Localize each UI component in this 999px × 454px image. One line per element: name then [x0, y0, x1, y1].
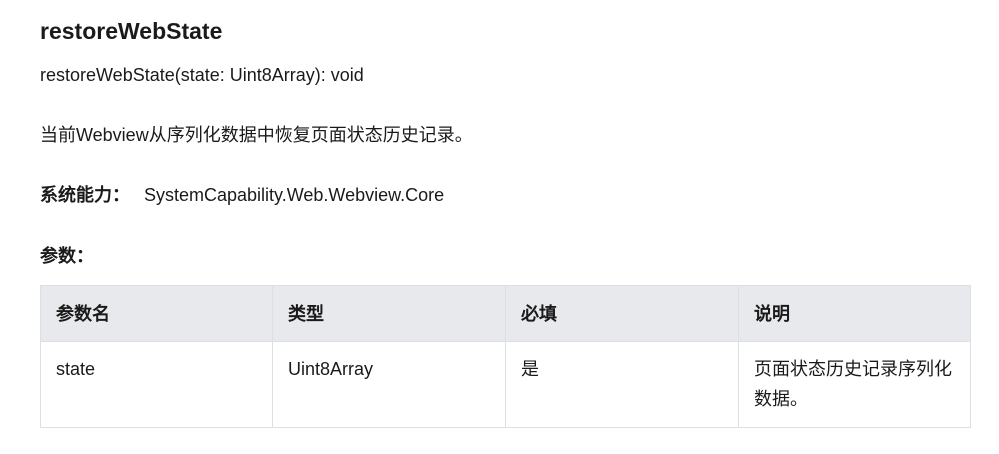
table-row: state Uint8Array 是 页面状态历史记录序列化数据。 [40, 341, 971, 428]
header-description: 说明 [738, 285, 971, 342]
system-capability: 系统能力： SystemCapability.Web.Webview.Core [40, 182, 444, 208]
params-heading: 参数： [40, 246, 94, 266]
api-signature: restoreWebState(state: Uint8Array): void [40, 65, 364, 85]
header-param-name: 参数名 [40, 285, 273, 342]
cell-type: Uint8Array [272, 341, 506, 428]
capability-label: 系统能力： [40, 185, 130, 205]
cell-required: 是 [505, 341, 739, 428]
header-type: 类型 [272, 285, 506, 342]
cell-description: 页面状态历史记录序列化数据。 [738, 341, 971, 428]
capability-value: SystemCapability.Web.Webview.Core [144, 185, 445, 205]
table-header-row: 参数名 类型 必填 说明 [40, 285, 971, 342]
params-table: 参数名 类型 必填 说明 state Uint8Array 是 页面状态历史记录… [40, 285, 971, 428]
api-description: 当前Webview从序列化数据中恢复页面状态历史记录。 [40, 125, 473, 145]
api-title: restoreWebState [40, 18, 223, 44]
cell-param-name: state [40, 341, 273, 428]
header-required: 必填 [505, 285, 739, 342]
